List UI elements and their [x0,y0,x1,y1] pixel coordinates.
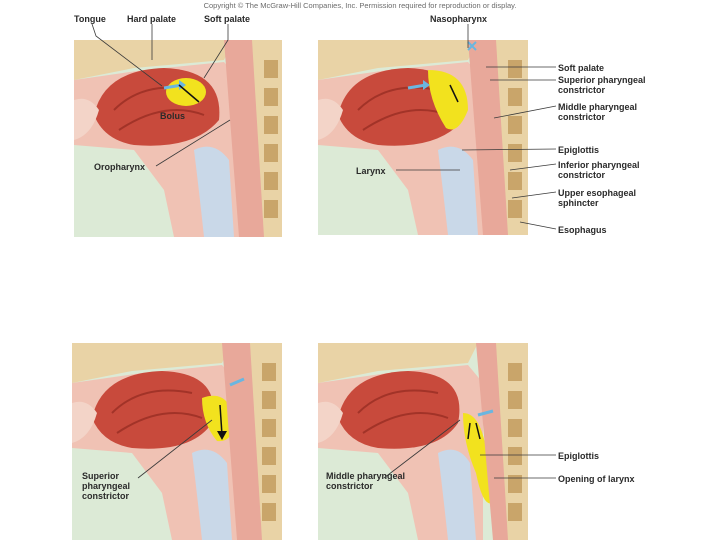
label-bolus: Bolus [160,111,185,121]
label-epiglottis-4: Epiglottis [558,451,599,461]
label-oropharynx: Oropharynx [94,162,145,172]
label-upper-esophageal-sphincter: Upper esophageal sphincter [558,188,668,208]
label-superior-pharyngeal-constrictor-3: Superior pharyngeal constrictor [82,471,162,501]
label-soft-palate: Soft palate [204,14,250,24]
head-sagittal-section-4 [318,343,528,540]
label-soft-palate-2: Soft palate [558,63,604,73]
label-epiglottis: Epiglottis [558,145,599,155]
label-larynx: Larynx [356,166,386,176]
head-sagittal-section-1 [74,40,282,237]
head-sagittal-section-3 [72,343,282,540]
label-hard-palate: Hard palate [127,14,176,24]
panel-3-illustration [72,343,282,540]
label-middle-pharyngeal-constrictor: Middle pharyngeal constrictor [558,102,668,122]
copyright-notice: Copyright © The McGraw-Hill Companies, I… [0,0,720,11]
panel-4-illustration [318,343,528,540]
label-opening-of-larynx: Opening of larynx [558,474,635,484]
label-esophagus: Esophagus [558,225,607,235]
panel-1-illustration [74,40,282,237]
head-sagittal-section-2 [318,40,528,235]
label-middle-pharyngeal-constrictor-4: Middle pharyngeal constrictor [326,471,406,491]
panel-2-illustration [318,40,528,235]
label-nasopharynx: Nasopharynx [430,14,487,24]
label-tongue: Tongue [74,14,106,24]
label-inferior-pharyngeal-constrictor: Inferior pharyngeal constrictor [558,160,668,180]
label-superior-pharyngeal-constrictor: Superior pharyngeal constrictor [558,75,668,95]
